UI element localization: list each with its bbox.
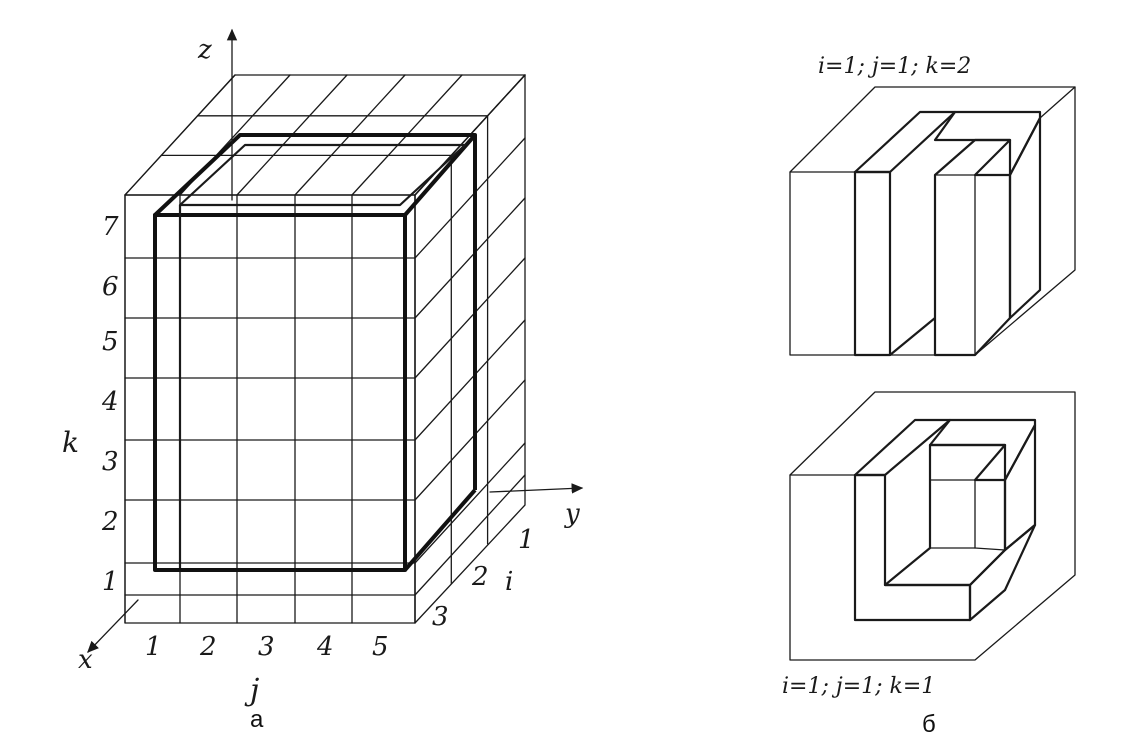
j-tick-label: 1 bbox=[145, 632, 162, 662]
grid-lines bbox=[124, 74, 526, 624]
section-top-outline bbox=[789, 86, 1076, 356]
inner-body-top-inset bbox=[178, 143, 467, 207]
hatched-top-strip bbox=[853, 418, 952, 477]
edge bbox=[1039, 86, 1076, 119]
j-tick-label: 4 bbox=[316, 632, 334, 662]
i-tick-label: 3 bbox=[432, 602, 449, 632]
y-axis bbox=[489, 483, 584, 494]
y-axis-label: y bbox=[564, 499, 580, 529]
j-tick-label: 2 bbox=[199, 632, 217, 662]
j-index-label: j bbox=[244, 673, 259, 708]
k-tick-label: 4 bbox=[101, 387, 119, 417]
grid-line bbox=[124, 74, 236, 196]
i-index-label: i bbox=[505, 567, 513, 597]
inner-body-top bbox=[153, 133, 477, 217]
front-face bbox=[124, 194, 416, 624]
hatched-wall-left bbox=[853, 170, 892, 357]
hatched-bottom-right bbox=[968, 523, 1037, 622]
inner-body-front bbox=[153, 213, 407, 572]
crosshatched-top bbox=[933, 110, 1042, 177]
k-tick-labels: 1 2 3 4 5 6 7 bbox=[101, 212, 119, 597]
j-tick-labels: 1 2 3 4 5 bbox=[145, 632, 389, 662]
figure-a-caption: а bbox=[250, 706, 264, 733]
grid-line bbox=[414, 474, 526, 596]
grid-line bbox=[414, 197, 526, 319]
j-tick-label: 5 bbox=[372, 632, 389, 662]
k-tick-label: 2 bbox=[101, 507, 119, 537]
grid-line bbox=[414, 379, 526, 501]
k-tick-label: 1 bbox=[102, 567, 119, 597]
inner-cube-bottom bbox=[883, 443, 1007, 587]
grid-line bbox=[414, 137, 526, 259]
figure-b-top-label: i=1; j=1; k=2 bbox=[818, 54, 971, 79]
crosshatched-wall-bottom bbox=[1003, 423, 1037, 552]
grid-line bbox=[414, 257, 526, 379]
grid-line bbox=[414, 319, 526, 441]
section-top bbox=[789, 86, 1076, 357]
hatched-wall-top bbox=[853, 110, 957, 174]
section-bottom-outline bbox=[789, 391, 1076, 661]
grid-line bbox=[414, 442, 526, 564]
z-axis-label: z bbox=[197, 35, 212, 65]
k-index-label: k bbox=[62, 426, 79, 459]
j-tick-label: 3 bbox=[258, 632, 275, 662]
k-tick-label: 6 bbox=[102, 272, 119, 302]
k-tick-label: 7 bbox=[102, 212, 119, 242]
edge bbox=[974, 444, 1006, 481]
figure-b-bottom-label: i=1; j=1; k=1 bbox=[782, 674, 935, 699]
edge bbox=[889, 317, 936, 356]
k-tick-label: 5 bbox=[102, 327, 119, 357]
inner-body-bottom-edge bbox=[403, 488, 477, 572]
edge bbox=[974, 547, 1006, 551]
i-tick-label: 2 bbox=[471, 562, 489, 592]
inner-cube bbox=[933, 138, 1012, 357]
section-bottom bbox=[789, 391, 1076, 661]
edge bbox=[974, 139, 1011, 176]
x-axis-label: x bbox=[78, 645, 93, 675]
x-axis bbox=[87, 599, 139, 653]
figure-a-axes bbox=[87, 28, 584, 653]
figure-b-caption: б bbox=[922, 711, 936, 738]
i-tick-label: 1 bbox=[518, 525, 535, 555]
figure-a-grid-block bbox=[124, 74, 526, 624]
k-tick-label: 3 bbox=[102, 447, 119, 477]
i-tick-labels: 123 bbox=[432, 525, 535, 632]
